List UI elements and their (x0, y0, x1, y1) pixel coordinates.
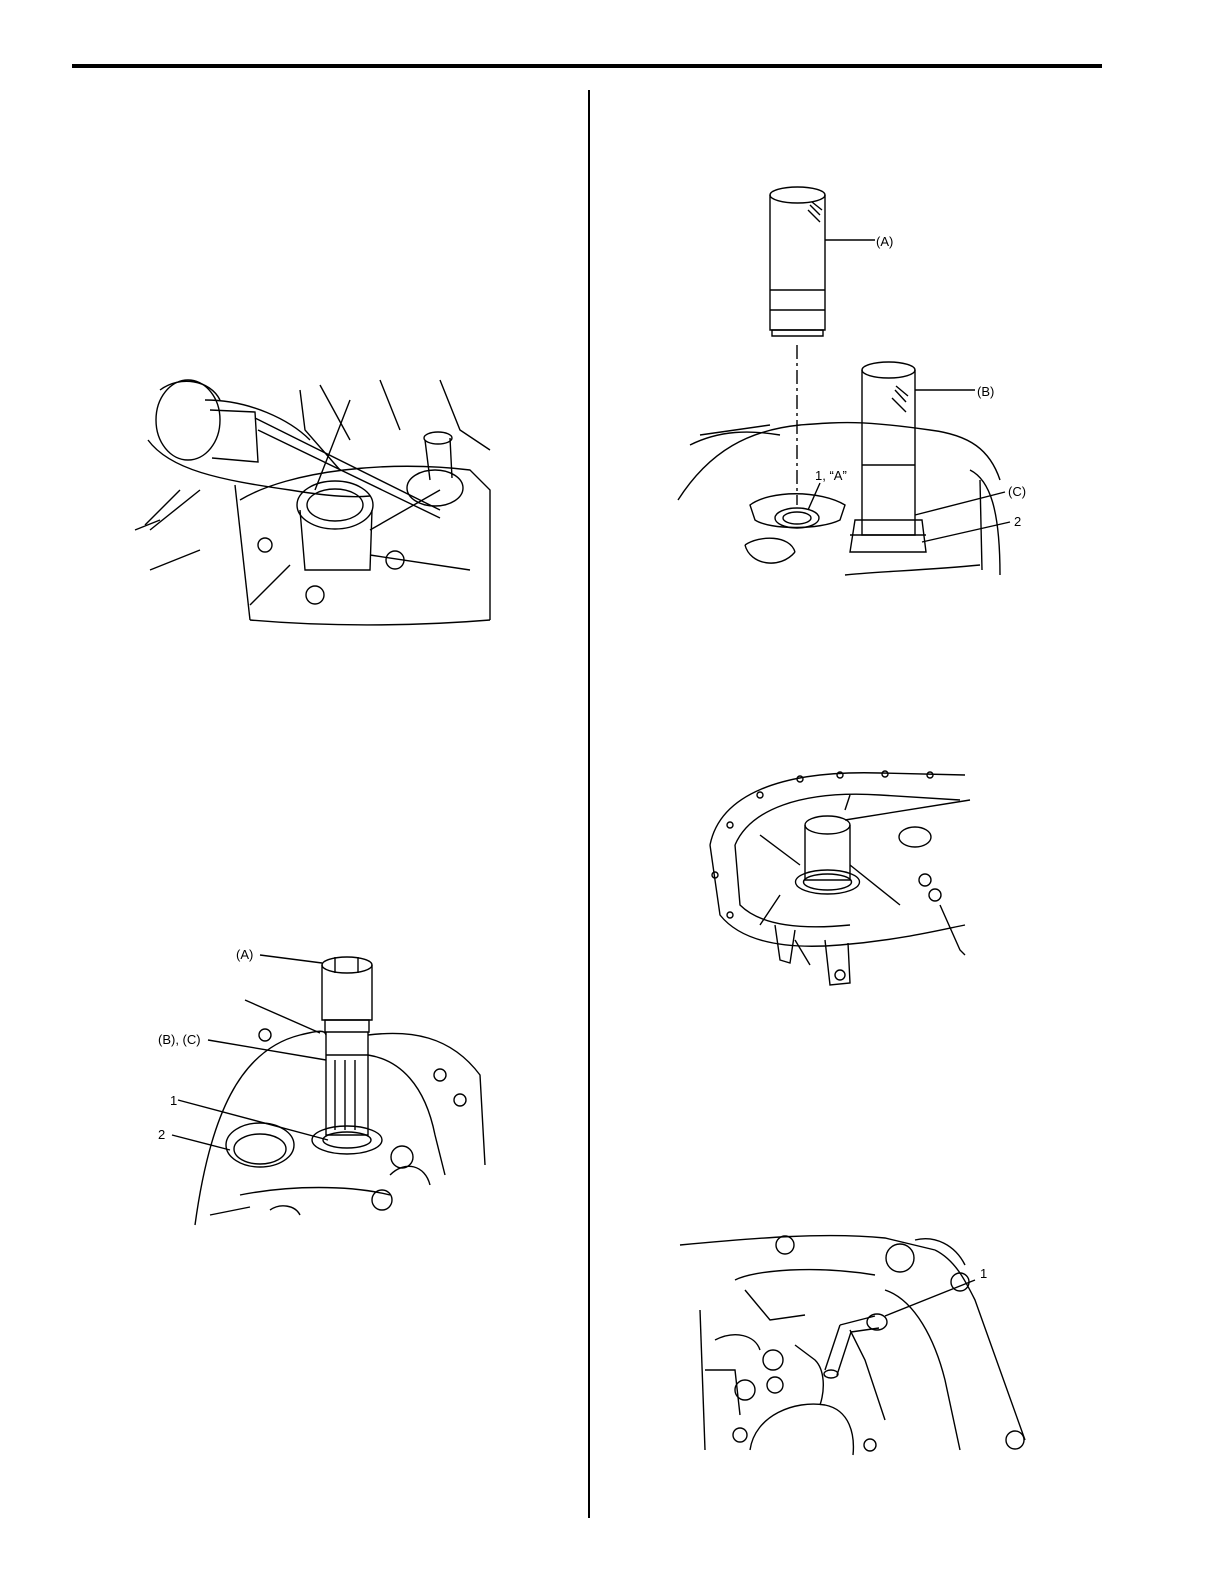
lever-arm (825, 1325, 840, 1370)
label-1a: 1, “A” (815, 468, 847, 483)
column-divider (588, 90, 590, 1518)
seal-bore (297, 481, 373, 529)
hammer-face (156, 380, 220, 460)
installed-seal-illustration (700, 765, 970, 990)
bearing-bore (226, 1123, 294, 1167)
label-1: 1 (980, 1266, 987, 1281)
installer-tool-illustration: (A) (B) 1, “A” (C) 2 (670, 180, 1050, 580)
label-2: 2 (1014, 514, 1021, 529)
seal-tapping-illustration (140, 370, 500, 630)
label-b: (B) (977, 384, 994, 399)
label-bc: (B), (C) (158, 1032, 201, 1047)
main-bore (750, 1404, 853, 1455)
figure-remover-tool: (A) (B), (C) 1 2 (150, 935, 500, 1235)
figure-installer-tool: (A) (B) 1, “A” (C) 2 (670, 180, 1050, 580)
label-1: 1 (170, 1093, 177, 1108)
seal-bore (775, 508, 819, 528)
remover-tool-illustration: (A) (B), (C) 1 2 (150, 935, 500, 1235)
figure-installed-seal (700, 765, 970, 990)
label-c: (C) (1008, 484, 1026, 499)
header-rule (72, 64, 1102, 68)
label-2: 2 (158, 1127, 165, 1142)
case-edge (680, 1236, 935, 1250)
tool-bc-body (326, 1032, 368, 1135)
label-a: (A) (236, 947, 253, 962)
figure-seal-tapping (140, 370, 500, 630)
lever-pin-illustration: 1 (675, 1220, 1035, 1460)
label-a: (A) (876, 234, 893, 249)
case-flange (710, 773, 965, 845)
figure-lever-pin: 1 (675, 1220, 1035, 1460)
